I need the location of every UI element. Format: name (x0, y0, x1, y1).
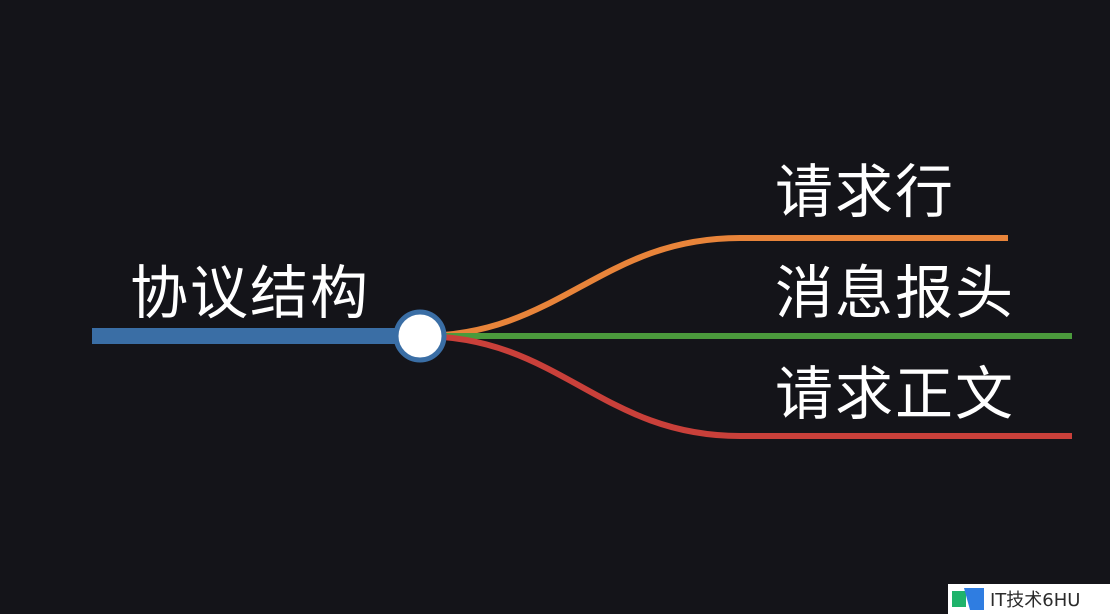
branch-topic-label-3[interactable]: 请求正文 (775, 360, 1016, 428)
branch-line-3 (419, 333, 1072, 439)
branch-line-1 (419, 235, 1008, 339)
watermark: IT技术6HU (948, 584, 1110, 614)
watermark-text: IT技术6HU (990, 590, 1081, 611)
watermark-logo-icon (952, 588, 984, 610)
branch-topic-label-1[interactable]: 请求行 (775, 158, 956, 226)
branch-topic-label-2[interactable]: 消息报头 (775, 259, 1016, 327)
root-node-circle[interactable] (393, 309, 447, 363)
root-topic-label[interactable]: 协议结构 (130, 259, 371, 327)
